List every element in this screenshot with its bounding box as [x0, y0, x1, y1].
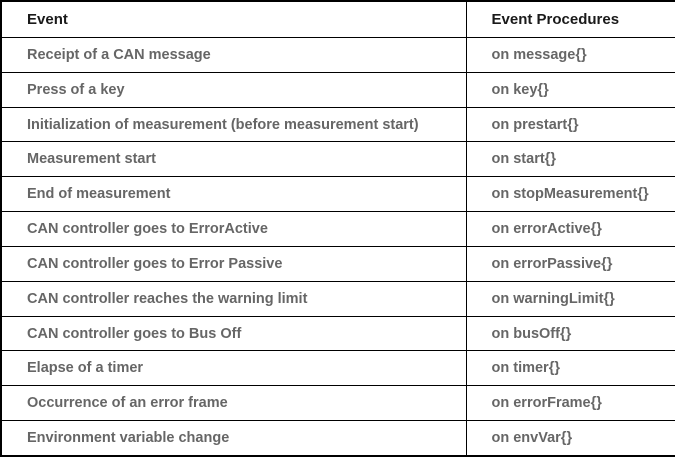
event-cell: Occurrence of an error frame [0, 385, 467, 422]
event-cell: End of measurement [0, 176, 467, 213]
event-cell: Environment variable change [0, 420, 467, 457]
event-cell: Elapse of a timer [0, 350, 467, 387]
event-cell: CAN controller goes to Bus Off [0, 315, 467, 352]
procedure-cell: on timer{} [465, 350, 675, 387]
procedure-cell: on errorPassive{} [465, 245, 675, 282]
procedure-cell: on envVar{} [465, 420, 675, 457]
event-cell: Receipt of a CAN message [0, 37, 467, 73]
table-row: CAN controller reaches the warning limit… [0, 280, 675, 317]
procedure-cell: on message{} [465, 37, 675, 73]
column-header-event: Event [0, 0, 467, 38]
procedure-cell: on key{} [465, 71, 675, 108]
event-cell: CAN controller goes to ErrorActive [0, 211, 467, 247]
event-cell: CAN controller reaches the warning limit [0, 280, 467, 317]
column-header-event-procedures: Event Procedures [465, 0, 675, 38]
event-cell: CAN controller goes to Error Passive [0, 245, 467, 282]
procedure-cell: on warningLimit{} [465, 280, 675, 317]
event-cell: Initialization of measurement (before me… [0, 106, 467, 143]
procedure-cell: on errorActive{} [465, 211, 675, 247]
header-row: Event Event Procedures [0, 0, 675, 38]
event-cell: Press of a key [0, 71, 467, 108]
procedure-cell: on busOff{} [465, 315, 675, 352]
procedure-cell: on prestart{} [465, 106, 675, 143]
event-cell: Measurement start [0, 141, 467, 178]
procedure-cell: on stopMeasurement{} [465, 176, 675, 213]
table-header: Event Event Procedures [0, 0, 675, 38]
table-row: Initialization of measurement (before me… [0, 106, 675, 143]
procedure-cell: on errorFrame{} [465, 385, 675, 422]
procedure-cell: on start{} [465, 141, 675, 178]
